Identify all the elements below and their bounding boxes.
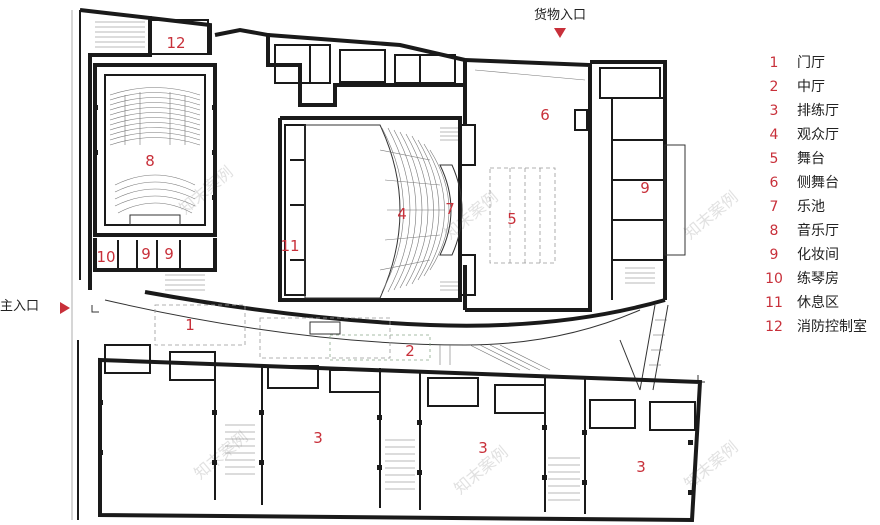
legend-label: 乐池 [797,199,825,215]
legend-number: 6 [770,175,779,191]
legend-item: 9 化妆间 [770,247,839,263]
room-number-10: 10 [96,248,115,266]
room-number-1: 1 [185,316,195,334]
legend-item: 5 舞台 [770,151,825,167]
auditorium-block [214,27,467,302]
dressing-rooms-block [590,60,686,300]
main-entrance-label: 主入口 [0,299,39,314]
legend-label: 门厅 [797,55,825,71]
room-number-7: 7 [445,200,455,218]
concert-hall-block [79,8,217,291]
room-number-3c: 3 [636,458,646,476]
legend-label: 休息区 [797,294,839,311]
legend-number: 5 [770,151,779,167]
legend-label: 消防控制室 [797,318,867,335]
legend-number: 2 [770,79,779,95]
legend-item: 12 消防控制室 [765,318,867,335]
room-number-8: 8 [145,152,155,170]
legend-item: 2 中厅 [770,79,825,95]
rehearsal-block [98,344,703,523]
watermark: 知末案例 [190,427,251,483]
main-entrance-arrow-icon [60,302,70,314]
room-number-4: 4 [397,205,407,223]
legend-item: 6 侧舞台 [770,175,839,191]
legend-label: 化妆间 [797,247,839,263]
lobby [91,290,705,391]
legend-label: 侧舞台 [797,175,839,191]
stage-block [459,58,592,312]
legend-label: 练琴房 [797,271,839,287]
legend-item: 8 音乐厅 [770,222,839,239]
legend-label: 中厅 [797,79,825,95]
room-number-9c: 9 [640,179,650,197]
room-number-3a: 3 [313,429,323,447]
room-number-9a: 9 [141,245,151,263]
legend-label: 舞台 [797,151,825,167]
room-number-11: 11 [280,237,299,255]
legend-item: 10 练琴房 [765,271,839,287]
legend-number: 3 [770,103,779,119]
legend-number: 12 [765,319,783,335]
legend-label: 音乐厅 [797,222,839,239]
room-number-6: 6 [540,106,550,124]
legend-item: 4 观众厅 [770,127,839,143]
watermark: 知末案例 [680,437,741,493]
legend-item: 1 门厅 [770,55,825,71]
watermark: 知末案例 [680,187,741,243]
entrance-labels: 货物入口 主入口 [0,7,586,314]
legend-label: 排练厅 [797,103,839,119]
legend-number: 11 [765,295,783,311]
room-numbers: 1 2 3 3 3 4 5 6 7 8 9 9 9 10 11 12 [96,34,649,476]
legend-item: 11 休息区 [765,294,839,311]
legend-number: 1 [770,55,779,71]
room-number-12: 12 [166,34,185,52]
legend-number: 8 [770,223,779,239]
cargo-entrance-label: 货物入口 [534,7,586,23]
cargo-entrance-arrow-icon [554,28,566,38]
room-number-9b: 9 [164,245,174,263]
room-number-3b: 3 [478,439,488,457]
legend-item: 7 乐池 [770,199,825,215]
legend-number: 10 [765,271,783,287]
room-number-5: 5 [507,210,517,228]
room-number-2: 2 [405,342,415,360]
legend-number: 4 [770,127,779,143]
legend-number: 7 [770,199,779,215]
legend-number: 9 [770,247,779,263]
legend-item: 3 排练厅 [770,103,839,119]
legend: 1 门厅 2 中厅 3 排练厅 4 观众厅 5 舞台 6 侧舞台 7 乐池 8 音乐厅 9 化妆间 10 练琴房 11 休… [765,55,867,335]
legend-label: 观众厅 [797,127,839,143]
